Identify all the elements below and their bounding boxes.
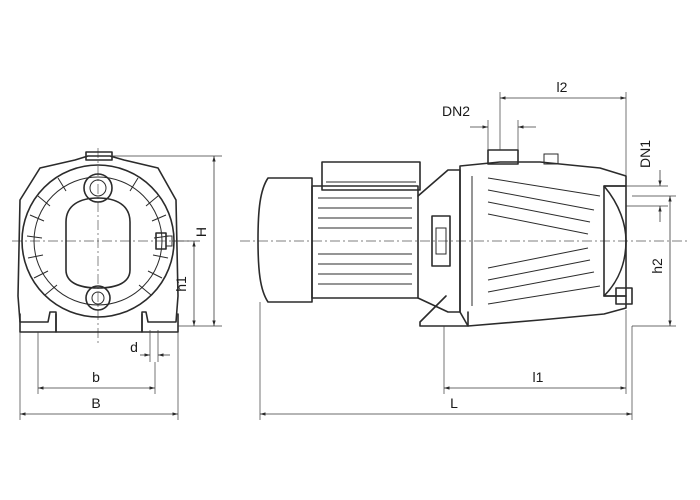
dimension-h2-label: h2 bbox=[649, 258, 665, 274]
front-discharge-port-inner bbox=[89, 179, 107, 197]
dimension-l2-label: l2 bbox=[557, 79, 568, 95]
dimension-L-label: L bbox=[450, 395, 458, 411]
dimension-l1-label: l1 bbox=[533, 369, 544, 385]
front-drain-port bbox=[85, 285, 111, 311]
pump-ribs bbox=[471, 176, 601, 306]
dimension-DN1-label: DN1 bbox=[637, 140, 653, 168]
dimension-B-label: B bbox=[91, 395, 100, 411]
motor-fan-cover bbox=[257, 177, 313, 303]
priming-plug bbox=[543, 153, 559, 165]
front-view: H h1 d b B bbox=[12, 148, 222, 420]
front-left-foot bbox=[19, 313, 57, 333]
front-right-foot bbox=[141, 313, 179, 333]
terminal-box bbox=[321, 161, 421, 191]
front-inner-lobe bbox=[65, 197, 131, 289]
side-view: l2 DN2 DN1 h2 l1 L bbox=[240, 79, 690, 420]
suction-nozzle bbox=[603, 185, 627, 297]
seal-window bbox=[435, 227, 447, 255]
front-volute-inner bbox=[33, 176, 163, 306]
front-discharge-port bbox=[83, 173, 113, 203]
pump-foot bbox=[419, 295, 469, 327]
motor-body bbox=[311, 185, 419, 299]
discharge-nozzle bbox=[487, 149, 519, 165]
front-casing-outline bbox=[17, 155, 179, 333]
dimension-DN2-label: DN2 bbox=[442, 103, 470, 119]
front-drain-port-inner bbox=[91, 291, 105, 305]
dimension-b-label: b bbox=[92, 369, 100, 385]
seal-housing bbox=[431, 215, 451, 267]
suction-drain-plug bbox=[615, 287, 633, 305]
motor-fins bbox=[318, 197, 412, 285]
dimension-d-label: d bbox=[130, 339, 138, 355]
dimension-h1-label: h1 bbox=[173, 276, 189, 292]
dimension-H-label: H bbox=[193, 227, 209, 237]
